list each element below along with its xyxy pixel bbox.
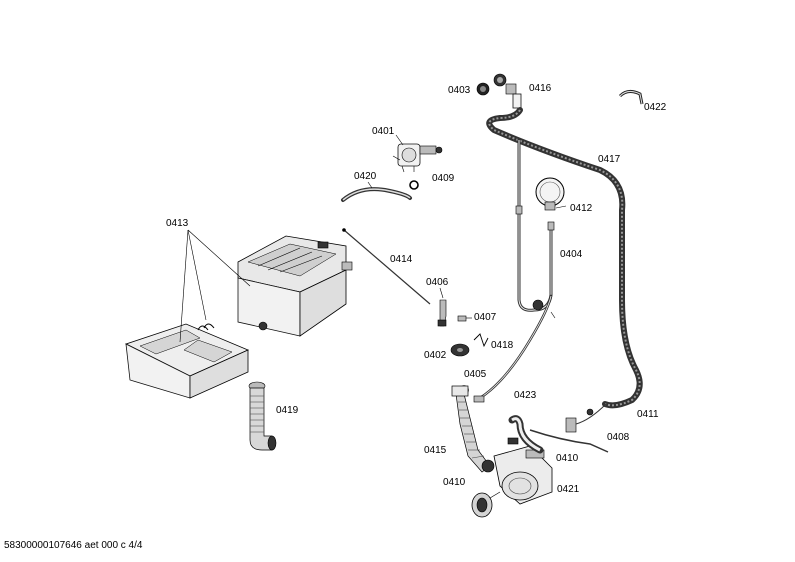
label-0413: 0413: [166, 218, 189, 229]
part-0406-bracket: [437, 299, 447, 327]
label-0406: 0406: [426, 277, 449, 288]
part-0410-hose-elbow: [507, 415, 544, 454]
part-0417-corrugated-hose: [486, 107, 643, 409]
label-0416: 0416: [529, 83, 552, 94]
label-0401: 0401: [372, 126, 395, 137]
part-0419-bellows-hose: [248, 381, 277, 451]
label-0422: 0422: [644, 102, 667, 113]
label-0407: 0407: [474, 312, 497, 323]
label-0423: 0423: [514, 390, 537, 401]
part-0408-cable: [529, 403, 609, 453]
label-0414: 0414: [390, 254, 413, 265]
part-0418-spring-clip: [473, 333, 489, 348]
part-0414-wire-rod: [342, 228, 431, 305]
part-0412-pressure-switch: [535, 177, 567, 211]
part-0410-pump-filter: [471, 491, 501, 518]
label-0403: 0403: [448, 85, 471, 96]
label-0418: 0418: [491, 340, 514, 351]
label-0410-lower: 0410: [443, 477, 466, 488]
label-0419: 0419: [276, 405, 299, 416]
part-0409-clamp: [409, 180, 419, 190]
label-0417: 0417: [598, 154, 621, 165]
part-0423-drain-tube: [473, 294, 553, 403]
part-0401-inlet-valve: [392, 143, 443, 173]
label-0411: 0411: [637, 409, 659, 420]
part-0413-detergent-drawer: [124, 323, 250, 399]
leader-lines-0413: [179, 229, 251, 343]
part-0407-screw: [457, 315, 472, 322]
part-0413-dispenser-housing: [237, 235, 353, 337]
label-0404: 0404: [560, 249, 583, 260]
part-0421-drain-pump: [481, 445, 553, 505]
label-0402: 0402: [424, 350, 447, 361]
drawing-reference-footer: 58300000107646 aet 000 c 4/4: [4, 540, 143, 551]
label-0409: 0409: [432, 173, 455, 184]
label-0420: 0420: [354, 171, 377, 182]
label-0405: 0405: [464, 369, 487, 380]
part-0403-seal-ring: [476, 82, 490, 96]
label-0410-upper: 0410: [556, 453, 579, 464]
label-0421: 0421: [557, 484, 580, 495]
part-0420-small-hose: [341, 187, 412, 202]
label-0415: 0415: [424, 445, 447, 456]
label-0408: 0408: [607, 432, 630, 443]
part-0422-hose-clip: [618, 89, 644, 105]
label-0412: 0412: [570, 203, 593, 214]
part-0416-hose-connector: [493, 73, 522, 109]
part-0404-air-tube: [515, 138, 555, 312]
part-0402-grommet: [450, 343, 470, 357]
